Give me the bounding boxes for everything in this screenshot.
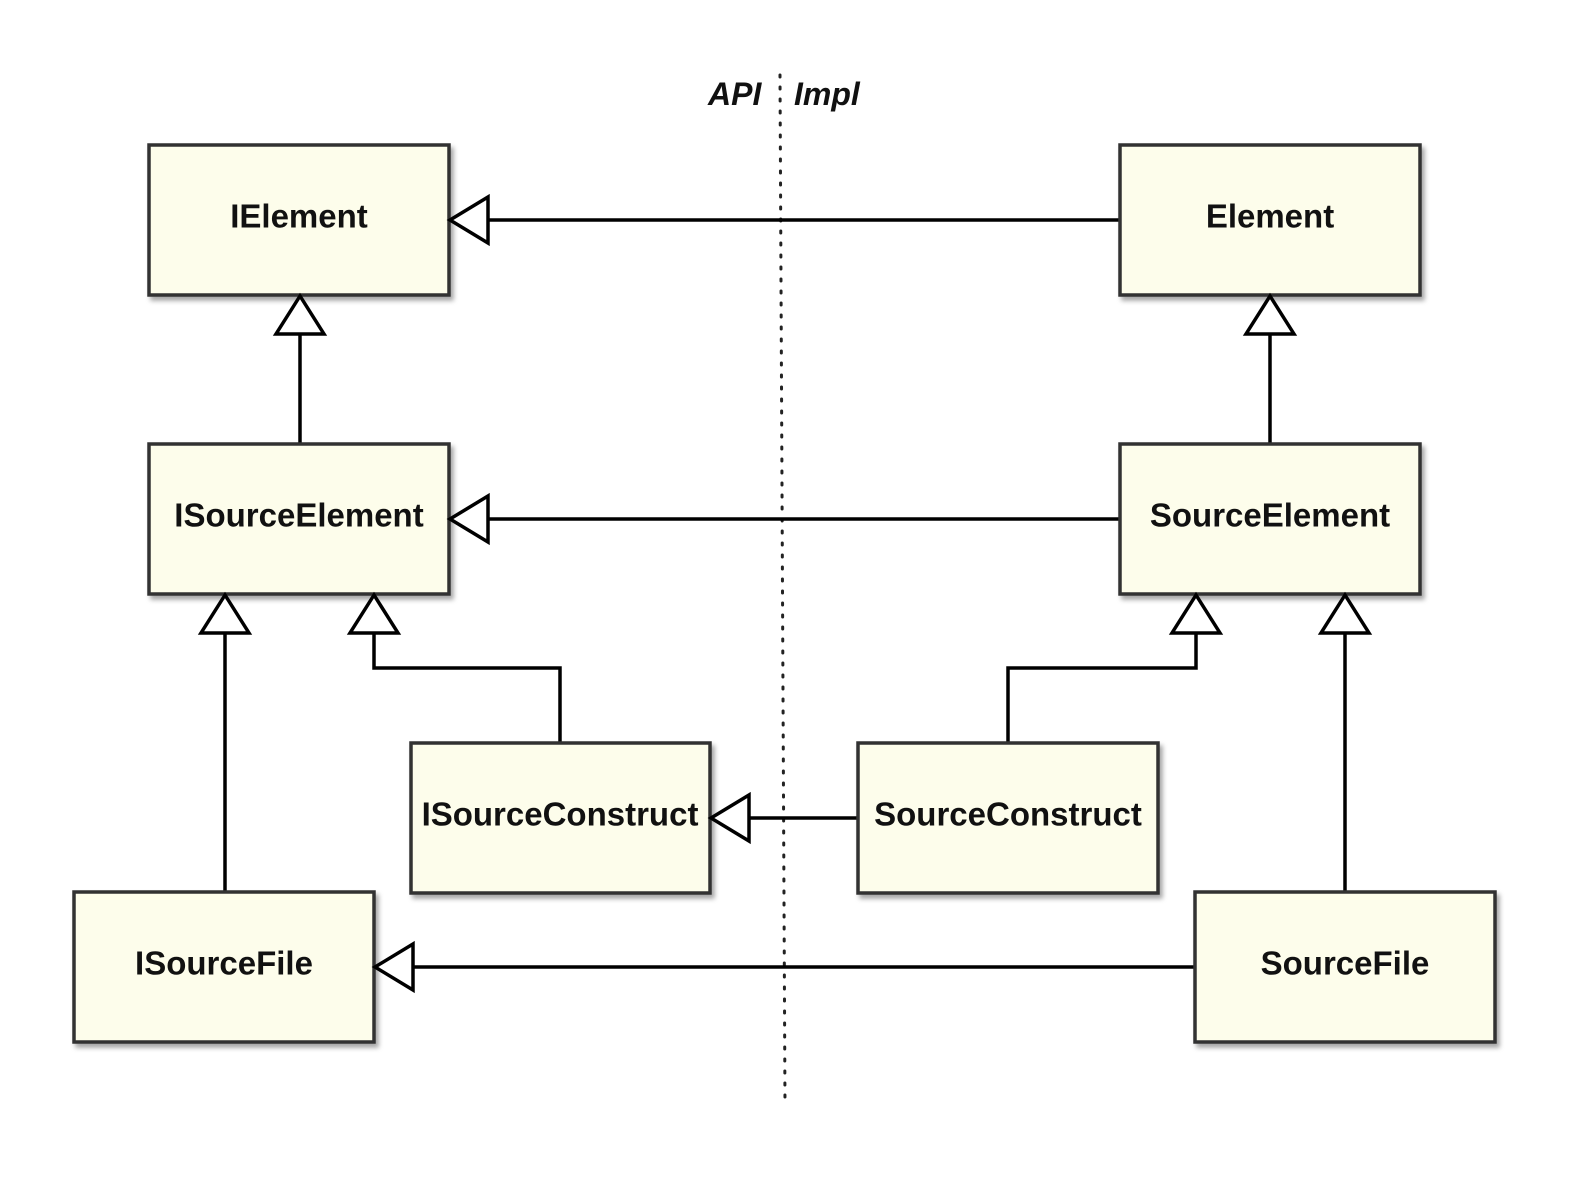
class-box (1193, 890, 1497, 1044)
arrowhead-ielement-bottom (272, 292, 328, 336)
class-sourceconstruct: SourceConstruct (856, 741, 1160, 895)
class-isourceelement: ISourceElement (147, 442, 451, 596)
arrowhead-isourcefile-right (371, 940, 415, 994)
arrowhead-sourceelement-bottom-left (1168, 591, 1224, 635)
inheritance-arrowheads (197, 193, 1373, 994)
api-impl-divider (778, 73, 787, 1107)
arrowhead-ielement-right (446, 193, 490, 247)
api-label: API (707, 76, 762, 112)
class-box (1118, 143, 1422, 297)
arrowhead-isourceelement-bottom-left (197, 591, 253, 635)
class-isourceconstruct: ISourceConstruct (409, 741, 712, 895)
inheritance-connectors (223, 218, 1347, 969)
class-isourcefile: ISourceFile (72, 890, 376, 1044)
class-box (409, 741, 712, 895)
class-name: SourceElement (1150, 497, 1390, 534)
class-element: Element (1118, 143, 1422, 297)
arrowhead-isourceelement-right (446, 492, 490, 546)
class-name: IElement (230, 198, 368, 235)
class-box (856, 741, 1160, 895)
class-name: ISourceConstruct (422, 796, 699, 833)
arrowhead-isourceconstruct-right (707, 791, 751, 845)
class-box (1118, 442, 1422, 596)
connector-sourceconstruct-to-sourceelement (1006, 633, 1198, 743)
connector-isourceconstruct-to-isourceelement (372, 633, 562, 743)
impl-label: Impl (794, 76, 861, 112)
class-sourceelement: SourceElement (1118, 442, 1422, 596)
class-name: SourceFile (1261, 945, 1430, 982)
class-name: ISourceElement (174, 497, 423, 534)
class-name: Element (1206, 198, 1334, 235)
class-sourcefile: SourceFile (1193, 890, 1497, 1044)
class-box (72, 890, 376, 1044)
arrowhead-element-bottom (1242, 292, 1298, 336)
arrowhead-sourceelement-bottom-right (1317, 591, 1373, 635)
class-name: SourceConstruct (874, 796, 1142, 833)
arrowhead-isourceelement-bottom-right (346, 591, 402, 635)
class-ielement: IElement (147, 143, 451, 297)
class-box (147, 442, 451, 596)
class-name: ISourceFile (135, 945, 313, 982)
